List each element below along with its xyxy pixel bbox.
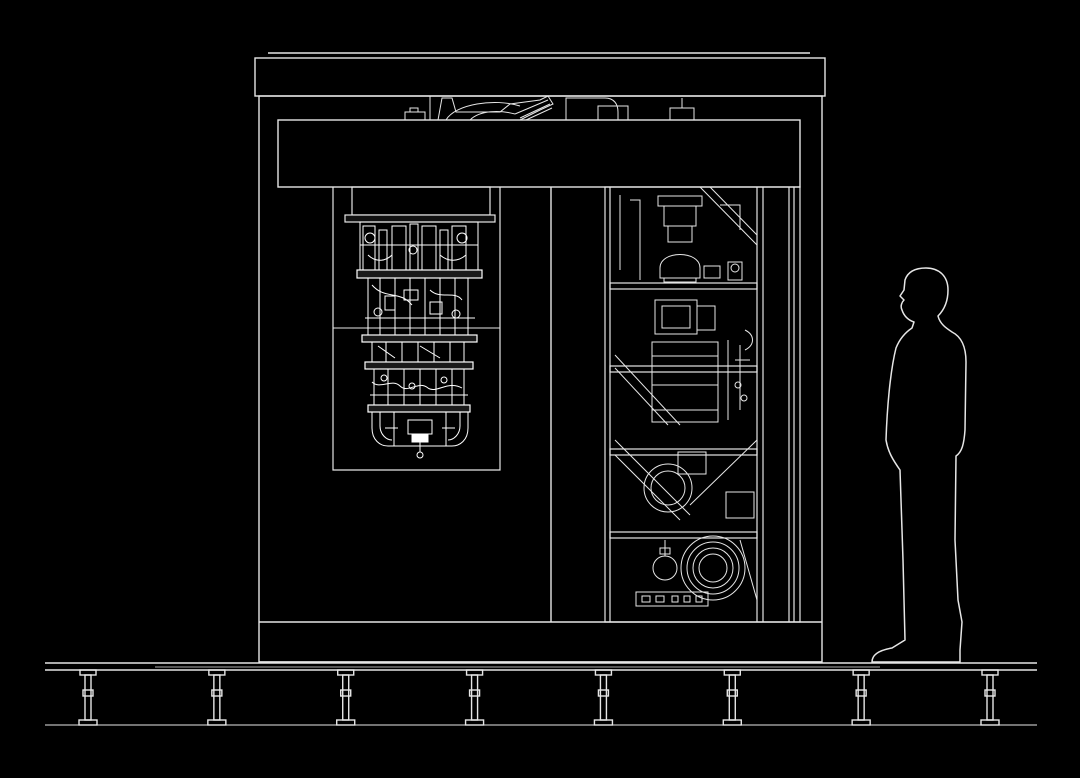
human-scale-figure [871, 267, 967, 663]
floor-pedestal [464, 669, 485, 726]
rack-shelf [609, 282, 758, 290]
raised-floor-platform [45, 662, 1037, 726]
rack-shelf [609, 448, 758, 456]
floor-pedestals [78, 669, 1000, 726]
floor-pedestal [722, 669, 742, 726]
floor-pedestal [78, 669, 98, 726]
floor-pedestal [980, 669, 1000, 726]
rack-shelves [609, 282, 758, 539]
rack-shelf [609, 531, 758, 539]
floor-pedestal [851, 669, 871, 726]
rack-shelf [609, 365, 758, 373]
floor-pedestal [593, 669, 614, 726]
control-equipment-rack [604, 186, 801, 623]
floor-pedestal [336, 669, 356, 726]
floor-pedestal [207, 669, 227, 726]
dilution-refrigerator [332, 186, 501, 471]
